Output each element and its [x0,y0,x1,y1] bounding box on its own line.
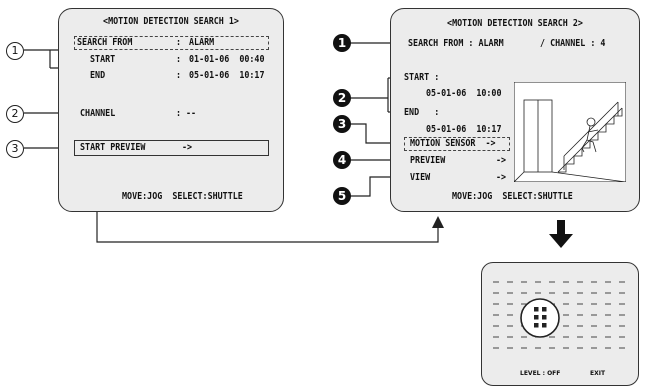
callout-right-3: 3 [333,115,351,133]
motion-sensor-item[interactable]: MOTION SENSOR -> [410,138,496,149]
view-item[interactable]: VIEW [410,172,430,183]
callout-left-1: 1 [6,42,24,60]
channel-value[interactable]: -- [186,108,196,119]
callout-left-3: 3 [6,140,24,158]
screen2-channel: / CHANNEL : 4 [540,38,605,49]
end-value[interactable]: 05-01-06 10:17 [189,70,265,81]
start-sep: : [176,54,181,65]
preview-item[interactable]: PREVIEW [410,155,445,166]
start-value[interactable]: 01-01-06 00:40 [189,54,265,65]
callout-right-1: 1 [333,34,351,52]
callout-right-2: 2 [333,89,351,107]
search-from-label[interactable]: SEARCH FROM [77,37,132,48]
start-label: START [90,54,115,65]
screen1-footer: MOVE:JOG SELECT:SHUTTLE [122,191,243,202]
end-sep: : [176,70,181,81]
sensor-grid [481,262,639,386]
screen2-end-label: END : [404,107,439,118]
screen1-title: <MOTION DETECTION SEARCH 1> [72,16,271,27]
view-arrow: -> [496,172,506,183]
screen2-footer: MOVE:JOG SELECT:SHUTTLE [452,191,573,202]
search-from-sep: : [176,37,181,48]
callout-right-5: 5 [333,187,351,205]
callout-right-4: 4 [333,151,351,169]
start-preview-arrow: -> [182,142,192,153]
start-preview-label[interactable]: START PREVIEW [80,142,145,153]
screen2-start-label: START : [404,72,439,83]
screen2-title: <MOTION DETECTION SEARCH 2> [405,18,625,29]
channel-label: CHANNEL [80,108,115,119]
callout-left-2: 2 [6,105,24,123]
search-from-value[interactable]: ALARM [189,37,214,48]
screen2-start-value[interactable]: 05-01-06 10:00 [426,88,502,99]
exit-button[interactable]: EXIT [590,370,605,377]
level-status[interactable]: LEVEL : OFF [520,370,560,377]
screen2-search-from: SEARCH FROM : ALARM [408,38,504,49]
camera-preview-image [514,82,626,182]
channel-sep: : [176,108,181,119]
end-label: END [90,70,105,81]
screen2-end-value[interactable]: 05-01-06 10:17 [426,124,502,135]
preview-arrow: -> [496,155,506,166]
